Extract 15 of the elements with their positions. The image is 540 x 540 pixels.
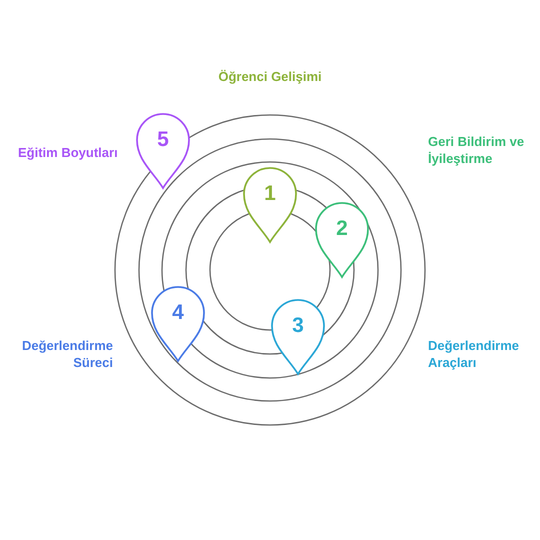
- map-pin-marker: [242, 166, 298, 244]
- pin-caption: Eğitim Boyutları: [18, 144, 119, 161]
- map-pin-marker: [135, 112, 191, 190]
- pin-number: 1: [263, 182, 277, 206]
- pin-number: 5: [156, 128, 170, 152]
- pin-number: 3: [291, 314, 305, 338]
- pin-caption: Değerlendirme Araçları: [428, 337, 520, 371]
- pin-number: 2: [335, 217, 349, 241]
- pin-caption: Geri Bildirim ve İyileştirme: [428, 133, 526, 167]
- map-pin-marker: [314, 201, 370, 279]
- pin-caption: Öğrenci Gelişimi: [217, 68, 323, 85]
- map-pin-marker: [270, 298, 326, 376]
- pin-number: 4: [171, 301, 185, 325]
- map-pin-marker: [150, 285, 206, 363]
- pin-caption: Değerlendirme Süreci: [20, 337, 113, 371]
